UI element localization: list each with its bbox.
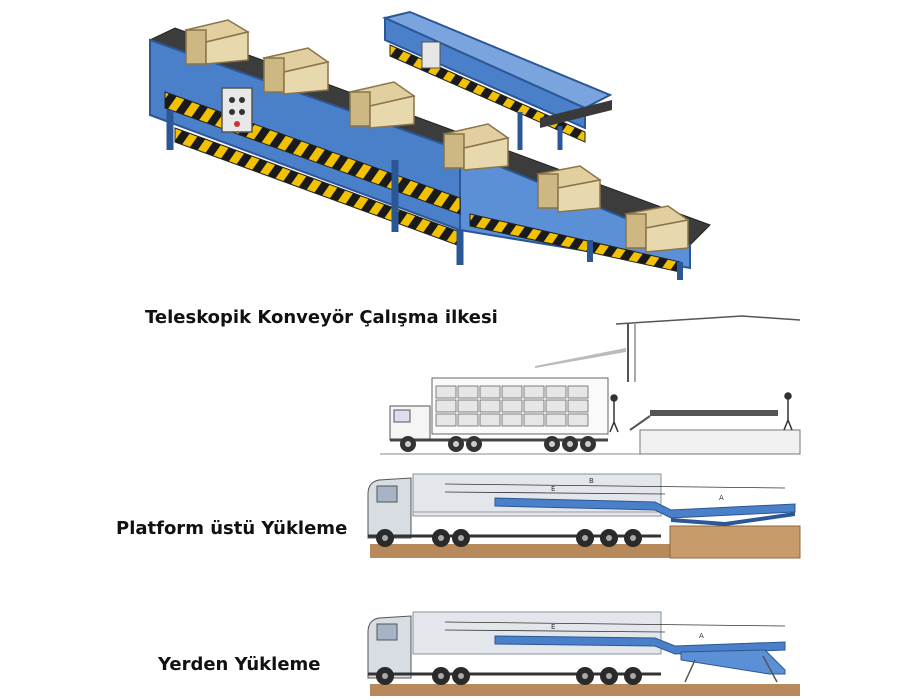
telescopic-conveyor-illustration bbox=[148, 10, 711, 280]
ground-loading-diagram: E A bbox=[367, 611, 800, 696]
warehouse-loading-diagram bbox=[380, 315, 801, 455]
ground-loading-label: Yerden Yükleme bbox=[158, 654, 321, 675]
truck-wheels bbox=[376, 667, 642, 685]
dim-e-mark: E bbox=[551, 485, 555, 493]
cargo-box bbox=[262, 47, 330, 95]
rear-conveyor-unit bbox=[381, 10, 613, 150]
cargo-stack bbox=[435, 385, 589, 427]
dim-e-mark: E bbox=[551, 623, 555, 631]
dim-a-mark: A bbox=[699, 632, 704, 640]
cargo-box bbox=[442, 123, 510, 171]
cargo-box bbox=[536, 165, 602, 213]
cargo-box bbox=[624, 205, 690, 253]
cargo-box bbox=[348, 81, 416, 129]
rear-control-box bbox=[421, 41, 441, 69]
truck-cab bbox=[367, 477, 412, 539]
worker-figure bbox=[783, 392, 793, 431]
platform-loading-diagram: B E A bbox=[367, 473, 801, 559]
truck-cab bbox=[367, 615, 412, 679]
platform-loading-label: Platform üstü Yükleme bbox=[116, 518, 348, 539]
dim-b-mark: B bbox=[589, 477, 594, 485]
principle-label: Teleskopik Konveyör Çalışma ilkesi bbox=[145, 307, 498, 328]
dim-a-mark: A bbox=[719, 494, 724, 502]
worker-figure bbox=[609, 394, 619, 433]
cargo-boxes bbox=[184, 19, 690, 253]
cargo-box bbox=[184, 19, 250, 65]
